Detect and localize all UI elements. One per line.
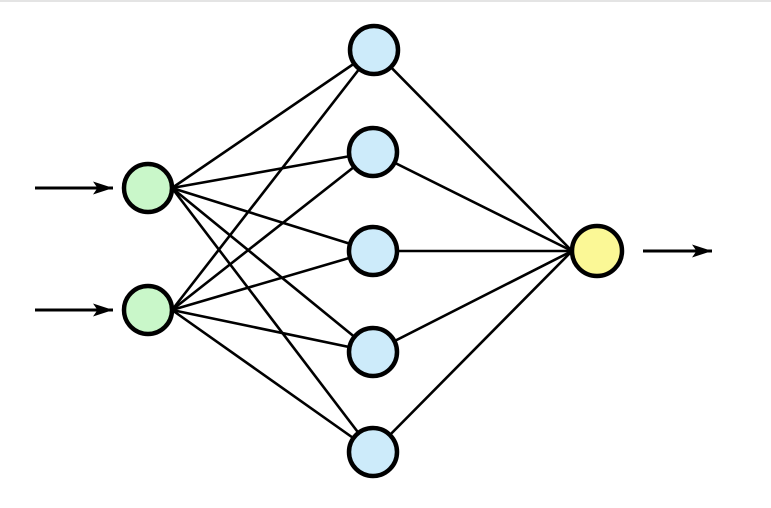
node-output-1: [569, 223, 625, 279]
edge-hidden-2-to-output-1: [372, 150, 573, 253]
nodes-layer: [121, 23, 625, 479]
edge-hidden-4-to-output-1: [372, 249, 573, 354]
node-hidden-5: [346, 425, 400, 479]
node-hidden-1: [347, 23, 401, 77]
edge-input-1-to-hidden-1: [171, 48, 375, 190]
top-border-line: [0, 0, 771, 2]
edge-input-2-to-hidden-3: [171, 249, 374, 312]
edge-input-2-to-hidden-5: [171, 308, 374, 454]
node-hidden-3: [346, 224, 400, 278]
edge-hidden-5-to-output-1: [372, 250, 573, 453]
edge-input-2-to-hidden-4: [171, 308, 374, 354]
edge-input-1-to-hidden-3: [171, 186, 374, 253]
node-hidden-2: [346, 125, 400, 179]
edge-hidden-1-to-output-1: [373, 49, 573, 252]
node-input-1: [121, 161, 175, 215]
edges-layer: [170, 48, 573, 454]
edge-input-1-to-hidden-5: [170, 187, 375, 453]
edge-input-1-to-hidden-2: [171, 150, 374, 190]
node-input-2: [121, 283, 175, 337]
edge-input-1-to-hidden-4: [171, 186, 374, 354]
node-hidden-4: [346, 325, 400, 379]
edge-input-2-to-hidden-1: [170, 49, 376, 311]
edge-input-2-to-hidden-2: [171, 150, 374, 312]
arrows-layer: [35, 181, 712, 317]
